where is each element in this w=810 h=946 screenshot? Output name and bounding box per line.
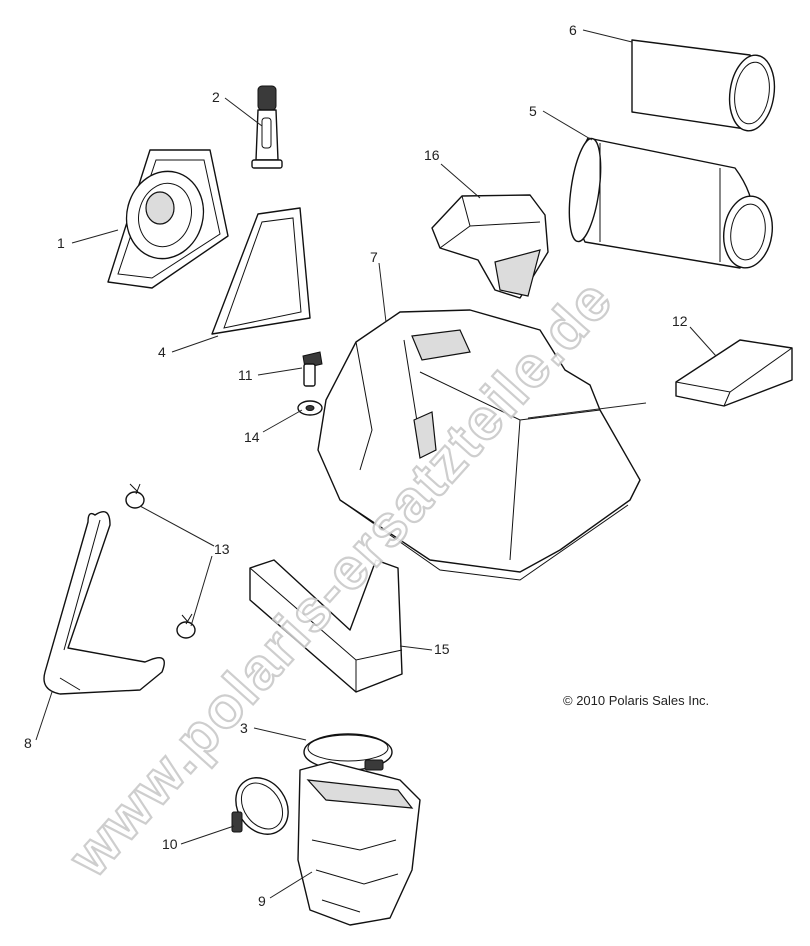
callout-6: 6 xyxy=(569,22,577,38)
part-14-washer xyxy=(297,400,323,416)
part-9-intake-boot xyxy=(297,761,421,926)
part-16-intake-snorkel xyxy=(431,194,549,299)
part-10-clamp xyxy=(231,777,289,835)
part-4-gasket xyxy=(211,207,311,335)
callout-1: 1 xyxy=(57,235,65,251)
callout-2: 2 xyxy=(212,89,220,105)
callout-8: 8 xyxy=(24,735,32,751)
part-8-drain-hose xyxy=(43,511,165,695)
callout-12: 12 xyxy=(672,313,688,329)
part-2-strap xyxy=(251,85,283,169)
copyright-notice: © 2010 Polaris Sales Inc. xyxy=(563,693,709,708)
callout-14: 14 xyxy=(244,429,260,445)
part-7-airbox xyxy=(317,309,641,581)
callout-4: 4 xyxy=(158,344,166,360)
leader-lines xyxy=(35,29,717,899)
callout-10: 10 xyxy=(162,836,178,852)
part-15-foam-piece xyxy=(249,559,403,693)
part-1-inlet-flange xyxy=(107,149,229,289)
callout-5: 5 xyxy=(529,103,537,119)
part-11-bolt xyxy=(302,351,323,387)
callout-7: 7 xyxy=(370,249,378,265)
callout-15: 15 xyxy=(434,641,450,657)
part-12-foam-pad xyxy=(675,339,793,407)
callout-11: 11 xyxy=(238,367,253,383)
callout-16: 16 xyxy=(424,147,440,163)
part-5-air-filter xyxy=(568,137,773,269)
part-6-filter-sleeve xyxy=(631,39,776,132)
callout-9: 9 xyxy=(258,893,266,909)
part-13-hose-clamps xyxy=(125,483,196,639)
callout-3: 3 xyxy=(240,720,248,736)
callout-labels: 1 2 3 4 5 6 7 8 9 10 11 12 13 14 15 16 xyxy=(24,22,688,909)
part-3-clamp xyxy=(303,733,393,771)
callout-13: 13 xyxy=(214,541,230,557)
